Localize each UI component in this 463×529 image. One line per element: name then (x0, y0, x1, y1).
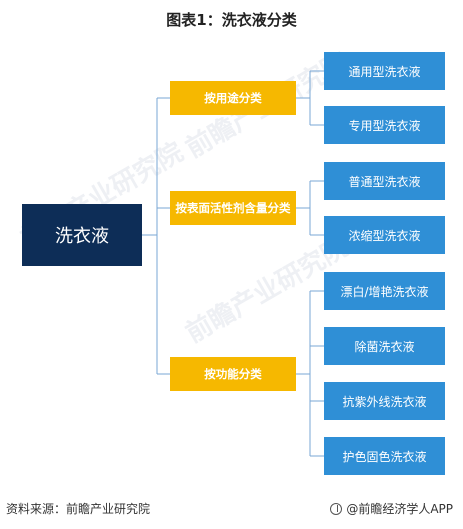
brand-credit: @前瞻经济学人APP (330, 500, 453, 517)
leaf-node: 浓缩型洗衣液 (324, 216, 445, 254)
diagram-title: 图表1：洗衣液分类 (166, 11, 297, 29)
category-node-usage: 按用途分类 (170, 81, 296, 115)
leaf-node: 通用型洗衣液 (324, 52, 445, 90)
leaf-node: 普通型洗衣液 (324, 162, 445, 200)
brand-credit-text: @前瞻经济学人APP (346, 502, 453, 516)
leaf-node: 除菌洗衣液 (324, 327, 445, 365)
category-node-function: 按功能分类 (170, 357, 296, 391)
category-node-surfactant: 按表面活性剂含量分类 (170, 191, 296, 225)
leaf-node: 专用型洗衣液 (324, 106, 445, 144)
brand-logo-icon (330, 502, 343, 515)
leaf-node: 漂白/增艳洗衣液 (324, 272, 445, 310)
leaf-node: 抗紫外线洗衣液 (324, 382, 445, 420)
leaf-node: 护色固色洗衣液 (324, 437, 445, 475)
root-node: 洗衣液 (22, 204, 142, 266)
source-note: 资料来源：前瞻产业研究院 (6, 502, 151, 516)
